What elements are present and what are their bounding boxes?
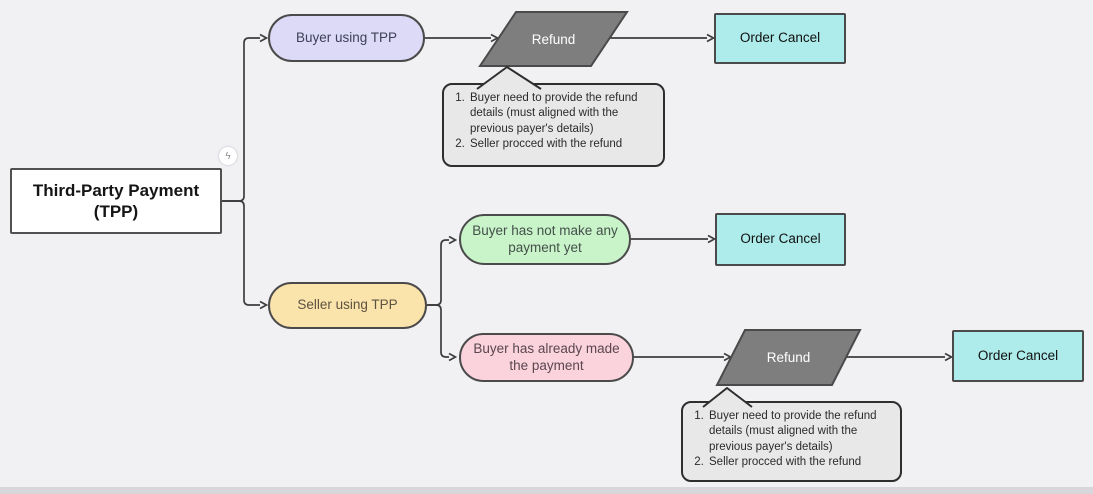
- lightning-icon: ϟ: [225, 150, 231, 162]
- node-third-party-payment[interactable]: Third-Party Payment (TPP): [10, 168, 222, 234]
- edge-root-to-seller[interactable]: [222, 200, 260, 305]
- node-order-cancel-middle[interactable]: Order Cancel: [715, 213, 846, 266]
- refund-note-top[interactable]: Buyer need to provide the refund details…: [442, 83, 665, 167]
- refund-note-bottom[interactable]: Buyer need to provide the refund details…: [681, 401, 902, 482]
- node-buyer-paid[interactable]: Buyer has already made the payment: [459, 333, 634, 382]
- node-label: Third-Party Payment (TPP): [32, 180, 200, 221]
- note-list-item: Seller procced with the refund: [468, 137, 651, 152]
- node-label: Order Cancel: [977, 347, 1059, 363]
- edge-root-to-buyer[interactable]: [222, 38, 260, 202]
- node-label: Buyer using TPP: [295, 29, 398, 45]
- node-label: Order Cancel: [740, 231, 821, 247]
- node-label: Seller using TPP: [297, 297, 398, 313]
- node-order-cancel-bottom[interactable]: Order Cancel: [952, 330, 1084, 382]
- node-refund-bottom[interactable]: [715, 329, 862, 386]
- node-seller-using-tpp[interactable]: Seller using TPP: [268, 282, 427, 329]
- note-list: Buyer need to provide the refund details…: [451, 91, 651, 152]
- magic-action-button[interactable]: ϟ: [219, 147, 237, 165]
- edge-seller-to-no-payment[interactable]: [427, 240, 449, 306]
- edge-seller-to-paid[interactable]: [427, 304, 449, 357]
- note-list: Buyer need to provide the refund details…: [690, 409, 888, 470]
- node-order-cancel-top[interactable]: Order Cancel: [714, 13, 846, 64]
- node-label: Buyer has not make any payment yet: [472, 222, 618, 255]
- node-refund-top[interactable]: [478, 11, 629, 67]
- note-list-item: Buyer need to provide the refund details…: [468, 91, 651, 137]
- node-label: Buyer has already made the payment: [473, 340, 620, 373]
- note-list-item: Buyer need to provide the refund details…: [707, 409, 888, 455]
- node-buyer-no-payment[interactable]: Buyer has not make any payment yet: [459, 214, 631, 265]
- canvas-bottom-edge: [0, 487, 1093, 494]
- node-label: Order Cancel: [739, 30, 821, 46]
- node-buyer-using-tpp[interactable]: Buyer using TPP: [268, 14, 425, 62]
- note-list-item: Seller procced with the refund: [707, 455, 888, 470]
